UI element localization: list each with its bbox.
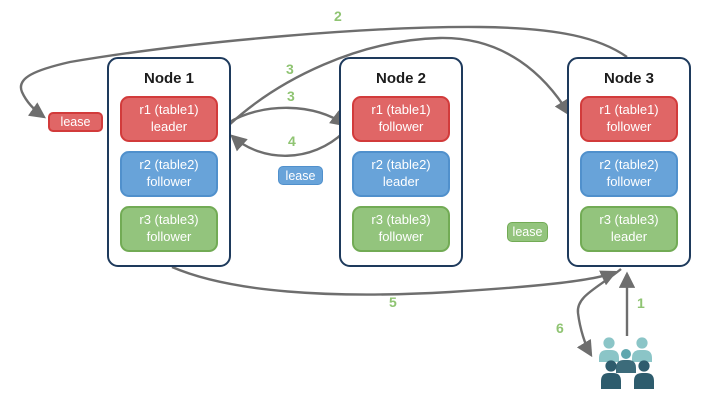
node-1-range-r1: r1 (table1) leader	[120, 96, 218, 142]
lease-badge-r1: lease	[48, 112, 103, 132]
step-label-6: 6	[556, 320, 564, 336]
arrow-3-node1-to-node2	[227, 106, 347, 127]
node-3: Node 3 r1 (table1) follower r2 (table2) …	[567, 57, 691, 267]
step-label-3a: 3	[286, 61, 294, 77]
step-label-4: 4	[288, 133, 296, 149]
range-label: r1 (table1)	[599, 102, 659, 118]
arrow-4-node2-to-node1	[230, 131, 345, 157]
range-label: r2 (table2)	[599, 157, 659, 173]
lease-badge-r3: lease	[507, 222, 548, 242]
range-label: r2 (table2)	[371, 157, 431, 173]
arrow-3-node1-to-node3	[228, 36, 571, 126]
range-role: follower	[378, 229, 424, 244]
node-2-range-r3: r3 (table3) follower	[352, 206, 450, 252]
range-role: follower	[606, 119, 652, 134]
range-label: r2 (table2)	[139, 157, 199, 173]
arrow-5-node1-to-node3	[171, 265, 618, 296]
range-role: leader	[610, 229, 648, 244]
range-role: leader	[382, 174, 420, 189]
step-label-5: 5	[389, 294, 397, 310]
node-2-range-r1: r1 (table1) follower	[352, 96, 450, 142]
step-label-1: 1	[637, 295, 645, 311]
node-3-title: Node 3	[603, 70, 654, 87]
node-1-range-r2: r2 (table2) follower	[120, 151, 218, 197]
range-role: follower	[378, 119, 424, 134]
node-2-title: Node 2	[375, 70, 426, 87]
step-label-2: 2	[334, 8, 342, 24]
range-role: follower	[146, 229, 192, 244]
range-label: r1 (table1)	[371, 102, 431, 118]
node-2-range-r2: r2 (table2) leader	[352, 151, 450, 197]
node-1: Node 1 r1 (table1) leader r2 (table2) fo…	[107, 57, 231, 267]
users-group-icon	[599, 337, 654, 389]
range-label: r3 (table3)	[599, 212, 659, 228]
node-3-range-r2: r2 (table2) follower	[580, 151, 678, 197]
step-label-3b: 3	[287, 88, 295, 104]
node-1-title: Node 1	[143, 70, 194, 87]
range-role: follower	[606, 174, 652, 189]
range-role: leader	[150, 119, 188, 134]
arrow-6-node3-to-users	[576, 268, 622, 358]
node-1-range-r3: r3 (table3) follower	[120, 206, 218, 252]
node-3-range-r1: r1 (table1) follower	[580, 96, 678, 142]
node-3-range-r3: r3 (table3) leader	[580, 206, 678, 252]
lease-badge-r2: lease	[278, 166, 323, 185]
range-label: r3 (table3)	[371, 212, 431, 228]
node-2: Node 2 r1 (table1) follower r2 (table2) …	[339, 57, 463, 267]
range-role: follower	[146, 174, 192, 189]
range-label: r1 (table1)	[139, 102, 199, 118]
arrow-2-node3-to-lease1	[19, 25, 628, 119]
range-label: r3 (table3)	[139, 212, 199, 228]
